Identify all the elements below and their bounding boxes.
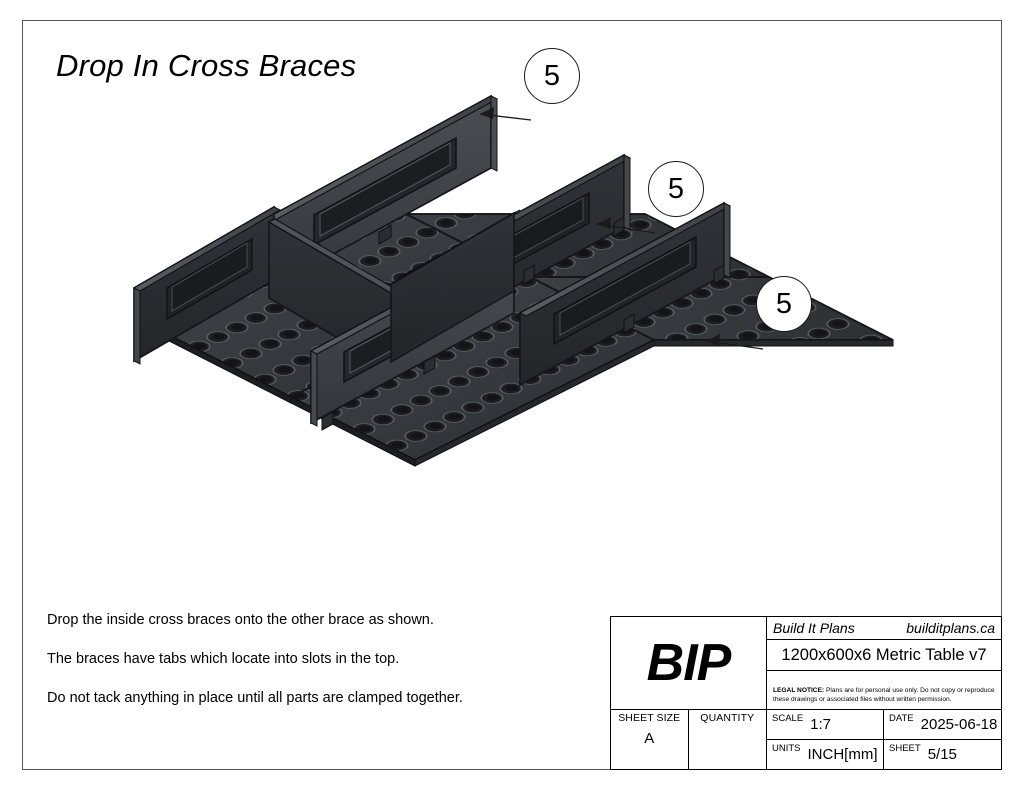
scale-date-row: SCALE 1:7 DATE 2025-06-18 (767, 710, 1001, 740)
units-sheet-row: UNITS INCH[mm] SHEET 5/15 (767, 740, 1001, 769)
balloon-callout-2[interactable]: 5 (648, 161, 704, 217)
assembly-notes: Drop the inside cross braces onto the ot… (47, 612, 587, 706)
note-line-2: The braces have tabs which locate into s… (47, 651, 400, 667)
note-line-1: Drop the inside cross braces onto the ot… (47, 612, 434, 628)
sheet-size-value: A (644, 730, 655, 747)
legal-notice-text: LEGAL NOTICE: Plans are for personal use… (773, 687, 995, 705)
brand-website[interactable]: builditplans.ca (906, 620, 995, 636)
sheet-number-value: 5/15 (927, 746, 957, 763)
balloon-label: 5 (667, 172, 685, 205)
quantity-label: QUANTITY (700, 712, 755, 724)
sheet-number-field: SHEET 5/15 (884, 740, 1001, 769)
legal-notice-label: LEGAL NOTICE: (773, 687, 825, 695)
date-label: DATE (889, 713, 914, 724)
title-block-lower-right: SCALE 1:7 DATE 2025-06-18 UNITS INCH[mm]… (767, 710, 1001, 769)
title-block-upper: BIP Build It Plans builditplans.ca 1200x… (611, 617, 1001, 710)
sheet-size-label: SHEET SIZE (618, 712, 681, 724)
balloon-callout-3[interactable]: 5 (756, 276, 812, 332)
brand-name: Build It Plans (773, 620, 855, 636)
page-title: Drop In Cross Braces (56, 48, 357, 83)
balloon-label: 5 (543, 59, 561, 92)
title-block-lower: SHEET SIZE A QUANTITY SCALE 1:7 DATE (611, 710, 1001, 769)
note-line-3: Do not tack anything in place until all … (47, 690, 463, 706)
units-label: UNITS (772, 743, 801, 754)
legal-notice-row: LEGAL NOTICE: Plans are for personal use… (767, 671, 1001, 709)
logo-cell: BIP (611, 617, 767, 709)
title-block: BIP Build It Plans builditplans.ca 1200x… (610, 616, 1002, 770)
date-value: 2025-06-18 (920, 716, 998, 733)
units-field: UNITS INCH[mm] (767, 740, 884, 769)
project-title-row: 1200x600x6 Metric Table v7 (767, 640, 1001, 671)
scale-label: SCALE (772, 713, 804, 724)
sheet-size-cell: SHEET SIZE A (611, 710, 689, 769)
brand-row: Build It Plans builditplans.ca (767, 617, 1001, 640)
quantity-cell: QUANTITY (689, 710, 767, 769)
date-field: DATE 2025-06-18 (884, 710, 1001, 739)
project-title: 1200x600x6 Metric Table v7 (781, 645, 987, 664)
balloon-callout-1[interactable]: 5 (524, 48, 580, 104)
sheet-number-label: SHEET (889, 743, 921, 754)
units-value: INCH[mm] (807, 746, 878, 763)
bip-logo: BIP (646, 634, 732, 692)
balloon-label: 5 (775, 287, 793, 320)
title-block-right-stack: Build It Plans builditplans.ca 1200x600x… (767, 617, 1001, 709)
title-block-lower-left: SHEET SIZE A QUANTITY (611, 710, 767, 769)
scale-value: 1:7 (810, 716, 832, 733)
legal-notice-body: Plans are for personal use only. Do not … (773, 687, 995, 704)
scale-field: SCALE 1:7 (767, 710, 884, 739)
